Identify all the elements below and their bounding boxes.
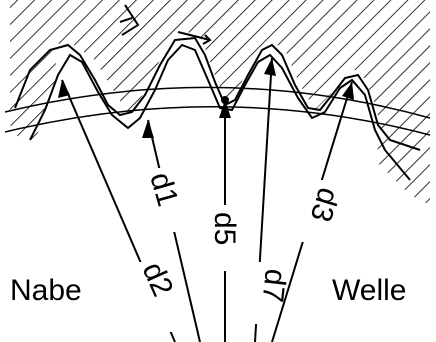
d5-arrow [219,100,231,118]
pitch-arc-inner [4,105,431,136]
d3-arrow [342,82,354,100]
d2-arrow [58,80,70,98]
shaft-tooth-profile [29,43,411,181]
label-d5: d5 [208,212,241,245]
d7-arrow [264,58,276,76]
d1-arrow [142,120,154,138]
hub-hatching [10,0,430,160]
label-shaft: Welle [332,274,406,307]
label-d7: d7 [256,267,292,304]
width-marker [177,31,212,45]
pitch-arc-outer [4,86,431,119]
label-hub: Nabe [10,274,82,307]
shaft-hatching-left [10,45,58,140]
angle-marker [119,4,140,36]
